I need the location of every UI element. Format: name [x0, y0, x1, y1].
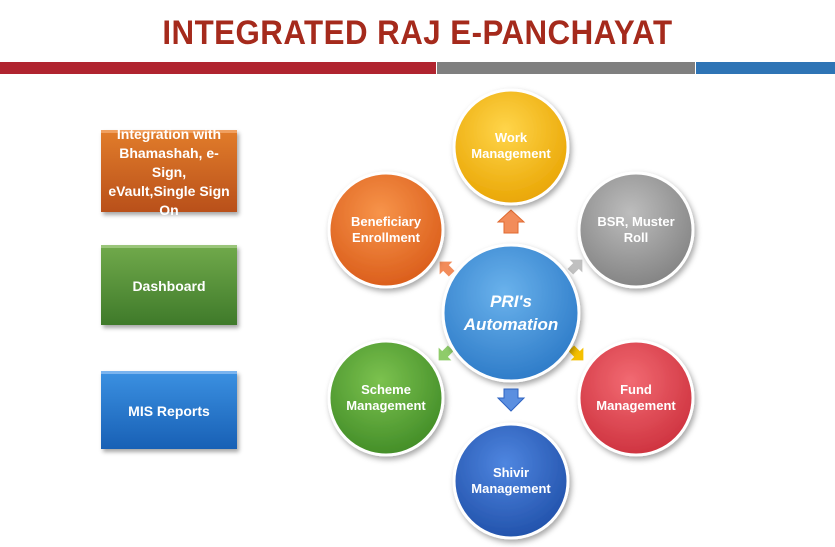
node-shivir-line2: Management: [471, 481, 551, 496]
node-shivir-line1: Shivir: [493, 465, 529, 480]
node-scheme: Scheme Management: [327, 339, 445, 457]
node-scheme-line2: Management: [346, 398, 426, 413]
node-beneficiary: Beneficiary Enrollment: [327, 171, 445, 289]
node-beneficiary-line2: Enrollment: [352, 230, 421, 245]
node-work: Work Management: [452, 88, 570, 206]
node-fund: Fund Management: [577, 339, 695, 457]
node-work-line1: Work: [495, 130, 528, 145]
mis-reports-box: MIS Reports: [101, 371, 237, 449]
node-scheme-line1: Scheme: [361, 382, 411, 397]
title-underline-red: [0, 62, 436, 74]
node-bsr-line2: Roll: [624, 230, 649, 245]
arrow-upleft-icon: [439, 261, 455, 277]
integration-box: Integration with Bhamashah, e-Sign, eVau…: [101, 126, 237, 218]
arrow-downleft-icon: [438, 345, 454, 361]
title-underline-blue: [696, 62, 835, 74]
arrow-down-icon: [496, 388, 526, 412]
node-shivir: Shivir Management: [452, 422, 570, 540]
dashboard-box: Dashboard: [101, 245, 237, 325]
page-title: INTEGRATED RAJ E-PANCHAYAT: [162, 14, 673, 52]
title-underline-gray: [437, 62, 695, 74]
node-fund-line1: Fund: [620, 382, 652, 397]
node-bsr-line1: BSR, Muster: [597, 214, 674, 229]
node-bsr: BSR, Muster Roll: [577, 171, 695, 289]
arrow-downright-icon: [568, 345, 584, 361]
node-fund-line2: Management: [596, 398, 676, 413]
node-beneficiary-line1: Beneficiary: [351, 214, 422, 229]
arrow-up-icon: [496, 209, 526, 234]
node-work-line2: Management: [471, 146, 551, 161]
arrow-upright-icon: [567, 259, 583, 275]
center-line1: PRI's: [490, 292, 532, 311]
center-node: PRI's Automation: [441, 243, 581, 383]
mis-reports-label: MIS Reports: [128, 403, 210, 419]
integration-label: Integration with Bhamashah, e-Sign, eVau…: [108, 126, 230, 218]
dashboard-label: Dashboard: [132, 278, 206, 294]
center-line2: Automation: [463, 315, 558, 334]
